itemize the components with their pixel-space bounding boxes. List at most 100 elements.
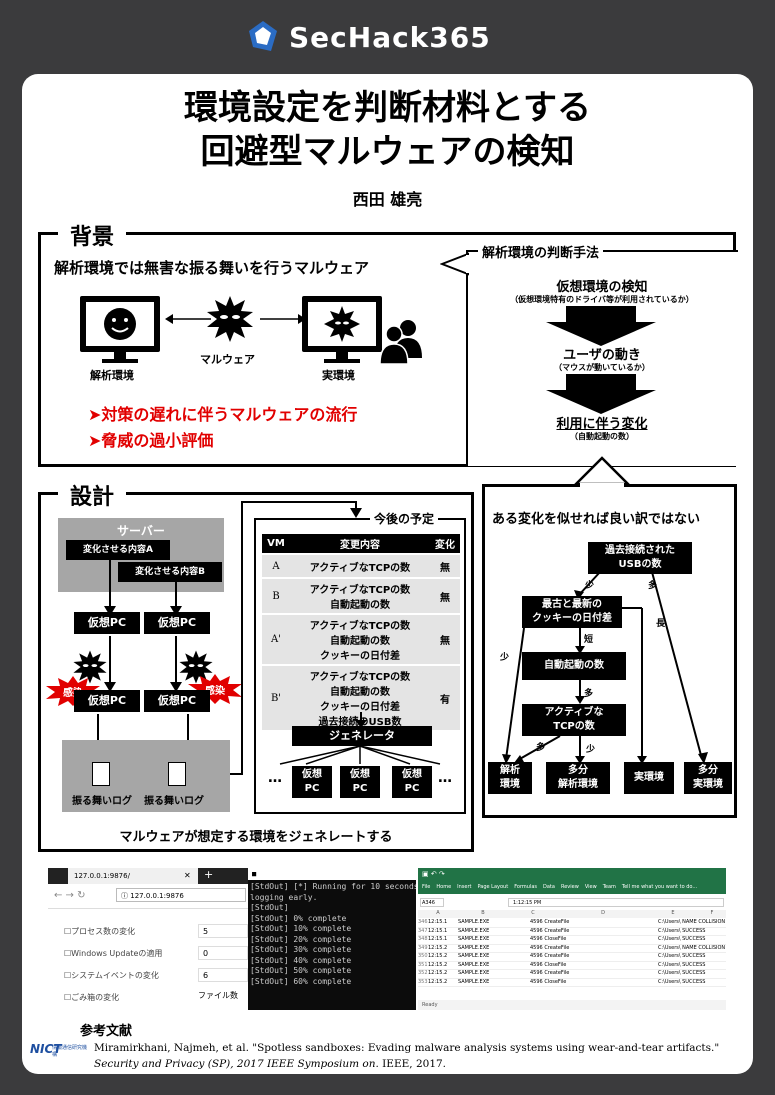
log-doc-icon-2 bbox=[168, 762, 186, 786]
formula-bar[interactable]: 1:12:15 PM bbox=[508, 898, 724, 907]
arrow-right-icon bbox=[260, 314, 306, 324]
console-output: [StdOut] [*] Running for 10 seconds logg… bbox=[248, 880, 416, 989]
save-icon[interactable]: ▣ ↶ ↷ bbox=[422, 870, 445, 878]
issue-underestimation: ➤脅威の過小評価 bbox=[88, 431, 214, 450]
console-line: [StdOut] 50% complete bbox=[250, 966, 352, 975]
back-forward-icon[interactable]: ← → ↻ bbox=[54, 890, 86, 901]
sechack-logo: SecHack365 bbox=[245, 18, 545, 56]
row-vm: A bbox=[262, 554, 290, 579]
ellipsis-right: … bbox=[438, 770, 452, 786]
users-icon bbox=[380, 320, 422, 364]
analysis-env-label: 解析環境 bbox=[90, 369, 134, 382]
menu-file[interactable]: File bbox=[422, 884, 431, 890]
log-doc-icon-1 bbox=[92, 762, 110, 786]
analysis-monitor bbox=[80, 296, 160, 363]
name-box[interactable]: A346 bbox=[420, 898, 444, 907]
log-label-1: 振る舞いログ bbox=[72, 796, 132, 807]
generator-arrows bbox=[279, 746, 441, 765]
infected-burst-1 bbox=[46, 676, 100, 706]
node-autorun: 自動起動の数 bbox=[522, 652, 626, 680]
menu-page-layout[interactable]: Page Layout bbox=[477, 884, 509, 890]
edge-long: 長 bbox=[656, 619, 666, 629]
infected-burst-2 bbox=[188, 674, 242, 704]
console-line: logging early. bbox=[250, 892, 318, 902]
logo-mark-icon bbox=[249, 21, 277, 51]
node-usb-count: 過去接続された USBの数 bbox=[588, 542, 692, 574]
new-tab-icon[interactable]: + bbox=[204, 868, 214, 881]
console-line: [StdOut] 20% complete bbox=[250, 934, 352, 944]
title-line2: 回避型マルウェアの検知 bbox=[200, 132, 575, 172]
generator-box: ジェネレータ bbox=[292, 726, 432, 746]
value-recycle-bin: ファイル数 bbox=[198, 991, 238, 1000]
menu-data[interactable]: Data bbox=[543, 884, 555, 890]
tell-me-box[interactable]: Tell me what you want to do... bbox=[621, 884, 698, 890]
menu-review[interactable]: Review bbox=[560, 884, 579, 890]
tab-close-icon[interactable]: ✕ bbox=[184, 871, 191, 880]
browser-tab[interactable]: 127.0.0.1:9876/ bbox=[68, 868, 198, 884]
col-c[interactable]: C bbox=[531, 910, 535, 916]
leaf-analysis: 解析 環境 bbox=[488, 762, 532, 794]
decision-heading: ある変化を似せれば良い訳ではない bbox=[492, 512, 701, 527]
background-heading: 背景 bbox=[58, 219, 127, 251]
reference-citation: Miramirkhani, Najmeh, et al. "Spotless s… bbox=[94, 1042, 720, 1070]
option-processes[interactable]: ☐プロセス数の変化 bbox=[64, 927, 136, 936]
ribbon-menu: File Home Insert Page Layout Formulas Da… bbox=[422, 884, 697, 890]
menu-insert[interactable]: Insert bbox=[457, 884, 472, 890]
col-a[interactable]: A bbox=[436, 910, 440, 916]
logo-text: SecHack365 bbox=[289, 20, 491, 54]
value-processes[interactable]: 5 bbox=[198, 924, 248, 938]
method-frame bbox=[466, 250, 738, 466]
edge-few-2: 少 bbox=[500, 653, 510, 663]
row-change: 無 bbox=[430, 614, 460, 666]
real-env-label: 実環境 bbox=[322, 369, 355, 382]
option-windows-update[interactable]: ☐Windows Updateの適用 bbox=[64, 949, 163, 958]
title-line1: 環境設定を判断材料とする bbox=[184, 88, 591, 128]
col-f[interactable]: F bbox=[710, 910, 714, 916]
leaf-maybe-real: 多分 実環境 bbox=[684, 762, 732, 794]
value-windows-update[interactable]: 0 bbox=[198, 946, 248, 960]
method-heading: 解析環境の判断手法 bbox=[478, 242, 604, 261]
feedback-arrow bbox=[230, 501, 362, 775]
option-system-events[interactable]: ☐システムイベントの変化 bbox=[64, 971, 159, 980]
value-system-events[interactable]: 6 bbox=[198, 968, 248, 982]
row-content: アクティブなTCPの数 bbox=[290, 554, 430, 579]
issue-spread: ➤対策の遅れに伴うマルウェアの流行 bbox=[88, 405, 358, 424]
menu-formulas[interactable]: Formulas bbox=[514, 884, 538, 890]
ellipsis-left: … bbox=[268, 770, 282, 786]
col-d[interactable]: D bbox=[601, 910, 605, 916]
edge-few-3: 少 bbox=[586, 745, 596, 755]
address-bar[interactable]: ⓘ 127.0.0.1:9876 bbox=[116, 888, 246, 902]
leaf-maybe-analysis: 多分 解析環境 bbox=[546, 762, 610, 794]
menu-team[interactable]: Team bbox=[602, 884, 616, 890]
col-b[interactable]: B bbox=[481, 910, 485, 916]
method-step2-note: （マウスが動いているか） bbox=[554, 363, 650, 372]
arrow-left-icon bbox=[165, 314, 211, 324]
down-arrow-1 bbox=[546, 306, 656, 346]
console-line: [StdOut] 10% complete bbox=[250, 924, 352, 933]
console-line: [StdOut] bbox=[250, 903, 289, 912]
malware-label: マルウェア bbox=[200, 353, 255, 366]
malware-icon bbox=[207, 296, 253, 342]
menu-view[interactable]: View bbox=[584, 884, 597, 890]
references-heading: 参考文献 bbox=[80, 1024, 133, 1039]
node-tcp: アクティブな TCPの数 bbox=[522, 704, 626, 736]
option-recycle-bin[interactable]: ☐ごみ箱の変化 bbox=[64, 993, 120, 1002]
log-box bbox=[62, 740, 230, 812]
vpc-3: 仮想PC bbox=[74, 690, 140, 712]
menu-home[interactable]: Home bbox=[436, 884, 452, 890]
col-e[interactable]: E bbox=[671, 910, 675, 916]
log-label-2: 振る舞いログ bbox=[144, 796, 204, 807]
vpc-2: 仮想PC bbox=[144, 612, 210, 634]
